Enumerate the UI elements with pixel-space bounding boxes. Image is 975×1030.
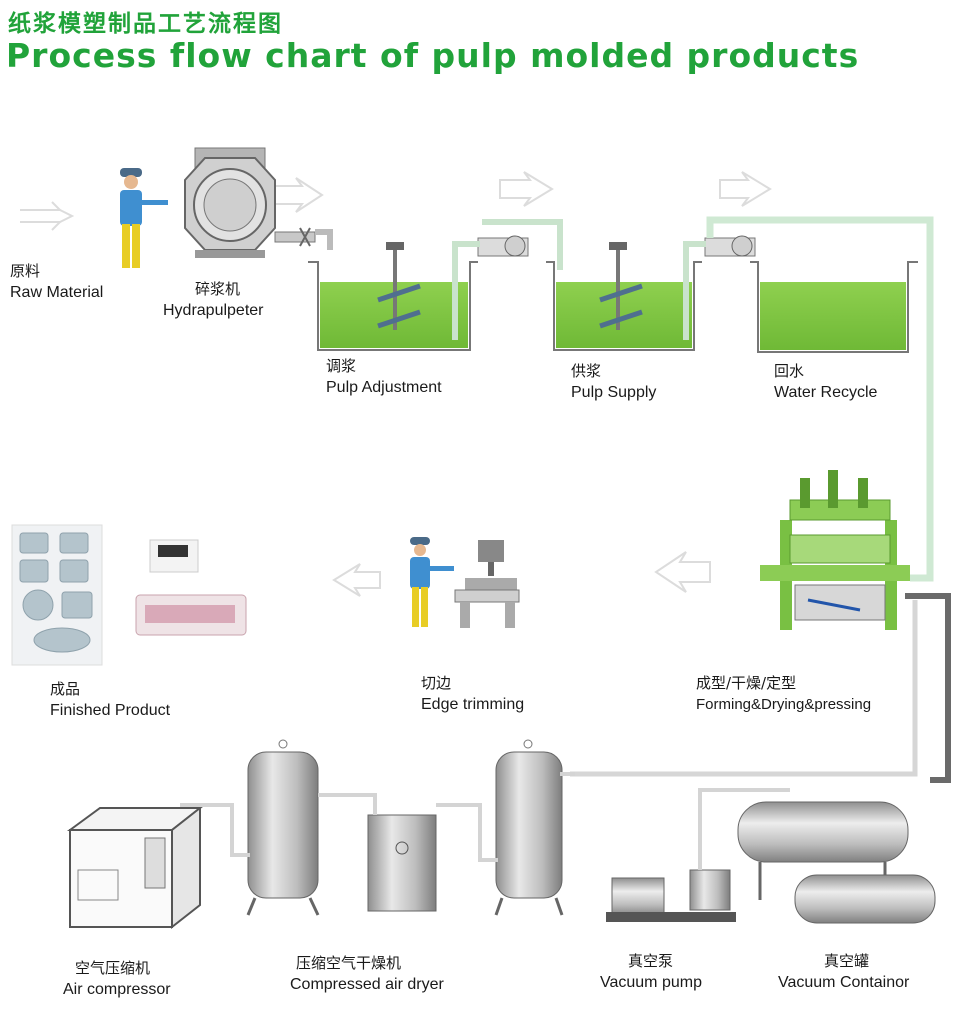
air-dryer-en: Compressed air dryer (290, 976, 444, 993)
finished-product-en: Finished Product (50, 702, 171, 719)
water-recycle-en: Water Recycle (774, 384, 878, 401)
pulp-pump-2 (683, 235, 756, 340)
compressed-air-dryer-machine (367, 814, 437, 912)
flow-arrow-5 (654, 551, 711, 593)
raw-material-en: Raw Material (10, 284, 104, 301)
trimming-worker-icon (410, 537, 454, 627)
air-compressor-cn: 空气压缩机 (75, 959, 151, 977)
hydrapulper-cn: 碎浆机 (195, 280, 241, 298)
recycle-pipe (706, 216, 934, 582)
air-compressor-machine (66, 805, 203, 930)
flow-arrow-2 (271, 177, 324, 213)
flow-arrow-6 (332, 563, 381, 597)
hydrapulper-en: Hydrapulpeter (163, 302, 264, 319)
finished-product-image (11, 524, 247, 666)
edge-trimming-en: Edge trimming (421, 696, 525, 713)
water-recycle-cn: 回水 (774, 362, 805, 380)
air-pipe (570, 600, 918, 777)
label-raw-material: 原料 Raw Material (10, 260, 103, 304)
water-recycle-tank (750, 261, 918, 353)
pulp-supply-tank (546, 242, 702, 351)
pulp-supply-en: Pulp Supply (571, 384, 657, 401)
finished-product-cn: 成品 (50, 680, 81, 698)
raw-material-cn: 原料 (10, 262, 41, 280)
label-air-dryer: 压缩空气干燥机 Compressed air dryer (290, 952, 444, 996)
vacuum-container-tank-2 (794, 874, 936, 924)
flow-arrow-3 (499, 171, 554, 207)
hydrapulper-machine (184, 147, 333, 258)
pulp-adjustment-en: Pulp Adjustment (326, 379, 442, 396)
label-vacuum-pump: 真空泵 Vacuum pump (600, 950, 702, 994)
air-receiver-tank-1 (246, 739, 320, 916)
label-vacuum-container: 真空罐 Vacuum Containor (778, 950, 909, 994)
edge-trimming-cn: 切边 (421, 674, 452, 692)
air-compressor-en: Air compressor (63, 981, 171, 998)
title-chinese: 纸浆模塑制品工艺流程图 (8, 11, 283, 37)
forming-machine (760, 470, 910, 630)
compressor-pipes (180, 772, 575, 862)
vacuum-container-cn: 真空罐 (824, 952, 870, 970)
forming-cn: 成型/干燥/定型 (696, 674, 797, 692)
vacuum-pump-machine (606, 788, 790, 922)
vacuum-pipe (905, 593, 951, 783)
pulp-adjustment-cn: 调浆 (326, 357, 357, 375)
label-pulp-supply: 供浆 Pulp Supply (571, 360, 656, 404)
pulp-pump-1 (452, 219, 563, 340)
label-finished-product: 成品 Finished Product (50, 678, 170, 722)
vacuum-pump-en: Vacuum pump (600, 974, 702, 991)
vacuum-pump-cn: 真空泵 (628, 952, 674, 970)
label-air-compressor: 空气压缩机 Air compressor (63, 957, 171, 1001)
vacuum-container-en: Vacuum Containor (778, 974, 910, 991)
label-hydrapulper: 碎浆机 Hydrapulpeter (163, 278, 264, 322)
flow-arrow-1 (20, 201, 75, 231)
forming-en: Forming&Drying&pressing (696, 696, 872, 713)
edge-trimming-machine (454, 540, 520, 628)
pulp-adjustment-tank (308, 242, 478, 351)
worker-icon (120, 168, 168, 268)
air-dryer-cn: 压缩空气干燥机 (296, 954, 402, 972)
title-english: Process flow chart of pulp molded produc… (6, 36, 860, 75)
label-pulp-adjustment: 调浆 Pulp Adjustment (326, 355, 442, 399)
label-edge-trimming: 切边 Edge trimming (421, 672, 524, 716)
label-water-recycle: 回水 Water Recycle (774, 360, 877, 404)
label-forming: 成型/干燥/定型 Forming&Drying&pressing (696, 672, 871, 716)
pulp-supply-cn: 供浆 (571, 362, 602, 380)
flow-arrow-4 (719, 171, 772, 207)
air-receiver-tank-2 (494, 739, 564, 916)
